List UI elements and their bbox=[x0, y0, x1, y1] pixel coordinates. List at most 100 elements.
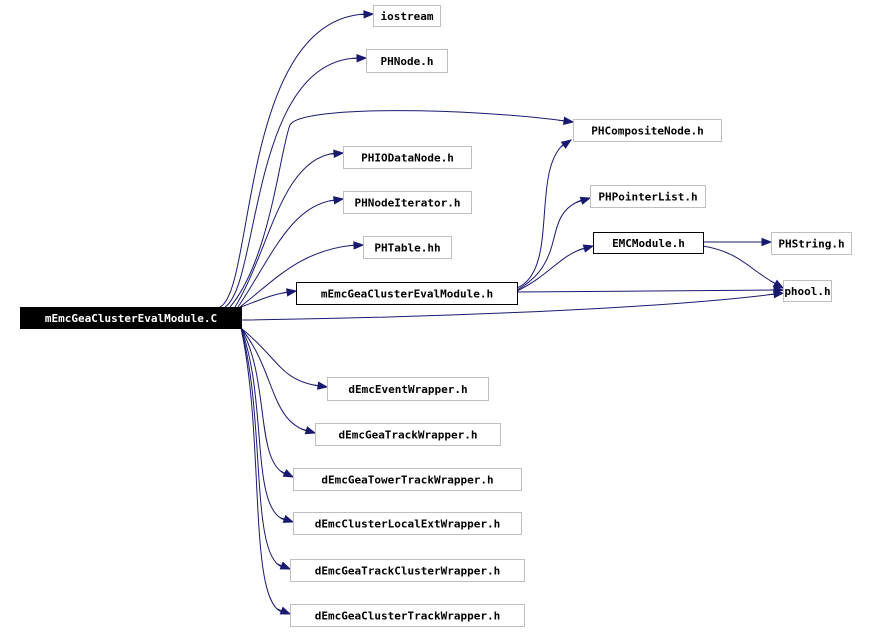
edge-root-clustertr bbox=[240, 327, 283, 613]
edge-root-evalmodule bbox=[240, 291, 289, 308]
node-box bbox=[573, 119, 722, 142]
node-box bbox=[771, 232, 852, 255]
edge-joint-root-event bbox=[313, 384, 319, 387]
node-box bbox=[290, 604, 525, 627]
node-label: dEmcGeaTrackWrapper.h bbox=[338, 429, 477, 442]
arrowhead-root-clustertr bbox=[279, 606, 292, 615]
arrowhead-root-clusterloc bbox=[282, 514, 295, 523]
node-label: phool.h bbox=[784, 285, 830, 298]
node-label: dEmcEventWrapper.h bbox=[348, 383, 467, 396]
graph-nodes: mEmcGeaClusterEvalModule.C iostreamPHNode… bbox=[20, 5, 852, 627]
node-label: PHIODataNode.h bbox=[361, 152, 454, 165]
node-label: dEmcGeaClusterTrackWrapper.h bbox=[315, 610, 500, 623]
node-eventwrapper[interactable]: dEmcEventWrapper.h bbox=[327, 377, 489, 401]
node-label: dEmcClusterLocalExtWrapper.h bbox=[315, 518, 500, 531]
edge-root-iostream bbox=[219, 13, 366, 308]
edge-joint-root-evalmodule bbox=[282, 291, 288, 294]
node-label: mEmcGeaClusterEvalModule.C bbox=[45, 312, 217, 325]
node-label: PHNode.h bbox=[381, 55, 434, 68]
edge-joint-root-phnodeiter bbox=[329, 199, 335, 202]
arrowhead-eval-phpointer bbox=[579, 196, 592, 205]
node-label: mEmcGeaClusterEvalModule.h bbox=[321, 288, 493, 301]
node-box bbox=[343, 146, 472, 169]
node-box bbox=[373, 5, 441, 27]
edge-joint-emc-phool bbox=[770, 280, 776, 284]
node-box bbox=[363, 236, 452, 259]
node-box bbox=[783, 280, 832, 302]
arrowhead-root-evalmodule bbox=[285, 288, 298, 297]
node-evalmodule[interactable]: mEmcGeaClusterEvalModule.h bbox=[296, 282, 518, 305]
edge-joint-root-clusterloc bbox=[279, 516, 285, 520]
arrowhead-root-tower bbox=[282, 469, 295, 478]
node-phstring[interactable]: PHString.h bbox=[771, 232, 852, 255]
node-box bbox=[343, 191, 472, 214]
node-box bbox=[590, 185, 706, 208]
node-trackcluster[interactable]: dEmcGeaTrackClusterWrapper.h bbox=[290, 559, 525, 582]
node-label: dEmcGeaTrackClusterWrapper.h bbox=[315, 565, 500, 578]
node-phnodeiter[interactable]: PHNodeIterator.h bbox=[343, 191, 472, 214]
node-box bbox=[593, 232, 704, 254]
arrowhead-eval-emcmodule bbox=[582, 244, 595, 253]
node-label: PHString.h bbox=[778, 238, 844, 251]
arrowhead-eval-phcomposite bbox=[560, 139, 573, 149]
edge-root-phnodeiter bbox=[237, 199, 336, 308]
node-box bbox=[296, 282, 518, 305]
edge-eval-emcmodule bbox=[516, 247, 586, 292]
graph-edges bbox=[219, 10, 785, 615]
arrowhead-emc-phool bbox=[772, 279, 785, 289]
edge-joint-eval-phpointer bbox=[576, 200, 582, 203]
node-box bbox=[290, 559, 525, 582]
node-box bbox=[315, 423, 501, 446]
node-trackwrapper[interactable]: dEmcGeaTrackWrapper.h bbox=[315, 423, 501, 446]
edge-joint-eval-emcmodule bbox=[579, 247, 585, 251]
edge-eval-phcomposite bbox=[516, 142, 566, 289]
node-root[interactable]: mEmcGeaClusterEvalModule.C bbox=[20, 307, 242, 329]
arrowhead-root-event bbox=[316, 381, 329, 390]
node-label: PHNodeIterator.h bbox=[355, 197, 461, 210]
edge-root-clusterloc bbox=[240, 327, 286, 521]
node-label: EMCModule.h bbox=[612, 237, 685, 250]
node-clusterlocal[interactable]: dEmcClusterLocalExtWrapper.h bbox=[293, 512, 522, 535]
edge-root-phiodata bbox=[234, 152, 336, 308]
node-label: dEmcGeaTowerTrackWrapper.h bbox=[321, 474, 493, 487]
arrowhead-root-phnodeiter bbox=[333, 196, 345, 205]
node-phool[interactable]: phool.h bbox=[783, 280, 832, 302]
node-phpointer[interactable]: PHPointerList.h bbox=[590, 185, 706, 208]
arrowhead-root-trackclus bbox=[279, 561, 292, 570]
node-towertrack[interactable]: dEmcGeaTowerTrackWrapper.h bbox=[293, 468, 522, 491]
node-iostream[interactable]: iostream bbox=[373, 5, 441, 27]
node-phtable[interactable]: PHTable.hh bbox=[363, 236, 452, 259]
edge-emc-phool bbox=[702, 245, 777, 285]
node-phiodata[interactable]: PHIODataNode.h bbox=[343, 146, 472, 169]
node-box bbox=[366, 49, 448, 73]
node-box bbox=[293, 468, 522, 491]
node-label: PHPointerList.h bbox=[598, 191, 697, 204]
edge-joint-root-phool bbox=[768, 293, 775, 296]
edge-joint-root-track bbox=[301, 428, 307, 431]
edge-root-trackclus bbox=[240, 327, 283, 568]
edge-root-phnode bbox=[224, 57, 359, 308]
arrowhead-emc-phstring bbox=[761, 237, 773, 247]
node-label: PHTable.hh bbox=[374, 242, 440, 255]
node-box bbox=[20, 307, 242, 329]
arrowhead-root-track bbox=[304, 426, 317, 435]
arrowhead-root-phiodata bbox=[333, 149, 345, 158]
arrowhead-root-phnode bbox=[356, 54, 368, 63]
arrowhead-root-phcomposite bbox=[563, 116, 575, 125]
node-emcmodule[interactable]: EMCModule.h bbox=[593, 232, 704, 254]
node-box bbox=[327, 377, 489, 401]
edge-eval-phpointer bbox=[516, 199, 583, 291]
edge-eval-phool bbox=[516, 289, 776, 293]
edge-joint-root-trackclus bbox=[276, 563, 282, 567]
edge-root-phool bbox=[240, 293, 776, 321]
edge-joint-eval-phcomposite bbox=[560, 144, 564, 148]
node-phcomposite[interactable]: PHCompositeNode.h bbox=[573, 119, 722, 142]
node-clustertrack[interactable]: dEmcGeaClusterTrackWrapper.h bbox=[290, 604, 525, 627]
edge-root-phcomposite bbox=[229, 110, 566, 308]
arrowhead-eval-phool bbox=[773, 285, 785, 295]
edge-joint-root-tower bbox=[279, 470, 286, 474]
edge-root-event bbox=[240, 327, 320, 387]
edge-root-phtable bbox=[239, 244, 356, 308]
node-phnode[interactable]: PHNode.h bbox=[366, 49, 448, 73]
